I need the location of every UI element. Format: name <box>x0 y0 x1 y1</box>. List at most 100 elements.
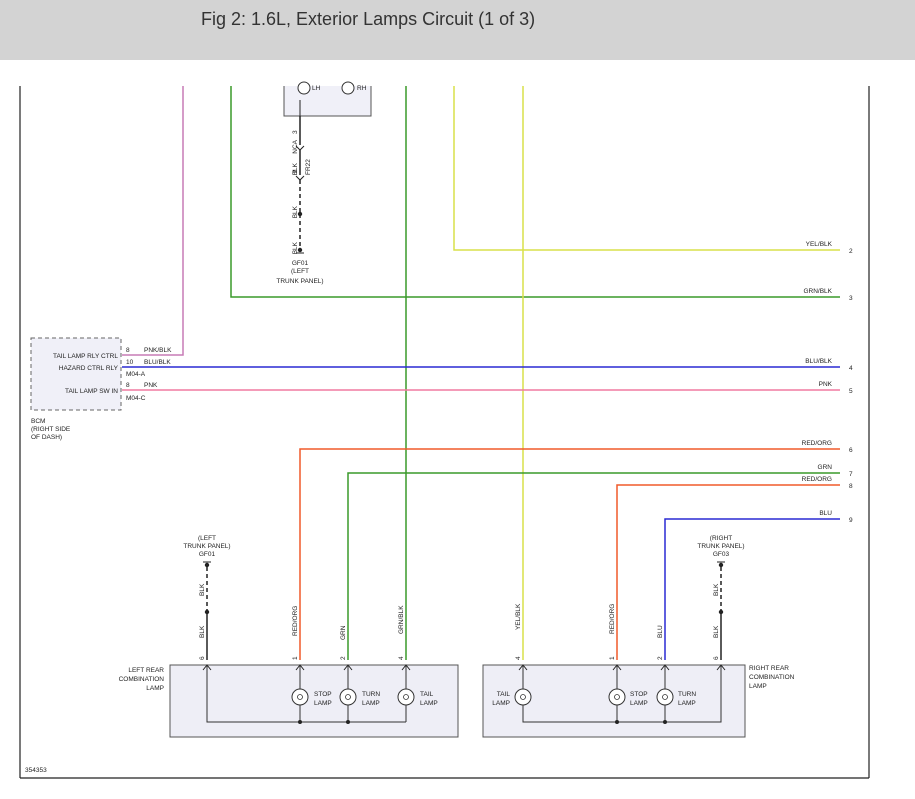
ground-id: GF01 <box>199 551 216 558</box>
terminal-wire-label: GRN <box>818 464 833 471</box>
wire-red-org-6 <box>299 448 840 660</box>
bulb-label: TAIL <box>497 691 511 698</box>
tail-lamp-bulb-icon <box>397 688 415 706</box>
bcm-module: TAIL LAMP RLY CTRL 8 PNK/BLK HAZARD CTRL… <box>30 337 172 441</box>
wire-label: GRN <box>340 625 347 640</box>
bcm-pin-label: TAIL LAMP SW IN <box>65 388 118 395</box>
terminal-number: 9 <box>849 517 853 524</box>
tail-lamp-bulb-icon <box>514 688 532 706</box>
left-lamp-title: LEFT REAR <box>128 667 164 674</box>
wire-yel-blk-upper <box>453 86 840 251</box>
lamp-rh-label: RH <box>357 85 367 92</box>
terminal-number: 6 <box>849 447 853 454</box>
bcm-box <box>30 337 122 411</box>
connector-label: FR22 <box>305 159 312 175</box>
pin-number: 4 <box>398 656 405 660</box>
right-lamp-title: LAMP <box>749 683 767 690</box>
wire-label: BLK <box>292 162 299 175</box>
ground-desc: (LEFT <box>198 535 216 542</box>
wire-red-org-8 <box>616 484 840 660</box>
bcm-pin-number: 8 <box>126 347 130 354</box>
wire-label: RED/ORG <box>292 606 299 636</box>
bulb-label: LAMP <box>678 700 696 707</box>
terminal-number: 4 <box>849 365 853 372</box>
bcm-pin-number: 8 <box>126 382 130 389</box>
figure-header: Fig 2: 1.6L, Exterior Lamps Circuit (1 o… <box>0 0 915 60</box>
bcm-pin-label: TAIL LAMP RLY CTRL <box>53 353 118 360</box>
bulb-icon <box>297 81 311 95</box>
pin-number: 1 <box>609 656 616 660</box>
left-rear-combination-lamp: LEFT REAR COMBINATION LAMP (LEFT TRUNK P… <box>119 535 459 738</box>
wire-label: RED/ORG <box>609 604 616 634</box>
right-terminals: YEL/BLK 2 GRN/BLK 3 BLU/BLK 4 PNK 5 RED/… <box>802 241 853 524</box>
pin-label: 2 <box>292 170 299 174</box>
ground-desc: TRUNK PANEL) <box>183 543 230 550</box>
ground-icon <box>297 247 303 253</box>
wire-label: NCA <box>292 139 299 153</box>
terminal-number: 3 <box>849 295 853 302</box>
wire-pnk-blk <box>122 86 184 356</box>
pin-number: 6 <box>199 656 206 660</box>
wire-label: BLK <box>199 583 206 596</box>
stop-lamp-bulb-icon <box>608 688 626 706</box>
ground-desc: TRUNK PANEL) <box>697 543 744 550</box>
bulb-label: TURN <box>678 691 696 698</box>
ground-desc: TRUNK PANEL) <box>276 278 323 285</box>
bulb-label: LAMP <box>420 700 438 707</box>
terminal-wire-label: BLU/BLK <box>805 358 832 365</box>
right-lamp-title: COMBINATION <box>749 674 795 681</box>
bcm-location: OF DASH) <box>31 434 62 441</box>
right-lamp-title: RIGHT REAR <box>749 665 789 672</box>
terminal-number: 8 <box>849 483 853 490</box>
terminal-number: 7 <box>849 471 853 478</box>
figure-id: 354353 <box>25 767 47 774</box>
connector-arrow <box>295 175 305 181</box>
stop-lamp-bulb-icon <box>291 688 309 706</box>
pin-label: 3 <box>292 130 299 134</box>
right-rear-combination-lamp: RIGHT REAR COMBINATION LAMP (RIGHT TRUNK… <box>482 535 795 738</box>
pin-number: 2 <box>340 656 347 660</box>
pin-number: 6 <box>713 656 720 660</box>
terminal-wire-label: YEL/BLK <box>806 241 833 248</box>
ground-desc: (LEFT <box>291 268 309 275</box>
wire-label: BLK <box>292 241 299 254</box>
terminal-wire-label: GRN/BLK <box>803 288 832 295</box>
pin-number: 2 <box>657 656 664 660</box>
terminal-wire-label: RED/ORG <box>802 476 832 483</box>
bulb-label: STOP <box>314 691 332 698</box>
ground-desc: (RIGHT <box>710 535 732 542</box>
bcm-name: BCM <box>31 418 45 425</box>
bulb-label: LAMP <box>492 700 510 707</box>
wire-label: BLU <box>657 625 664 638</box>
pin-number: 4 <box>515 656 522 660</box>
wire-grn-blk-upper <box>230 86 840 298</box>
bcm-wire-label: PNK <box>144 382 158 389</box>
pin-number: 1 <box>292 656 299 660</box>
bcm-pin-number: 10 <box>126 359 134 366</box>
wire-label: YEL/BLK <box>515 603 522 630</box>
ground-icon <box>204 562 210 568</box>
wire-label: BLK <box>292 205 299 218</box>
terminal-wire-label: RED/ORG <box>802 440 832 447</box>
terminal-wire-label: BLU <box>819 510 832 517</box>
left-lamp-title: LAMP <box>146 685 164 692</box>
terminal-number: 5 <box>849 388 853 395</box>
bcm-connector-label: M04-A <box>126 371 146 378</box>
turn-lamp-bulb-icon <box>656 688 674 706</box>
wire-grn-7 <box>347 472 840 660</box>
wire-label: BLK <box>713 625 720 638</box>
bulb-icon <box>341 81 355 95</box>
ground-icon <box>718 562 724 568</box>
bcm-wire-label: BLU/BLK <box>144 359 171 366</box>
bulb-label: STOP <box>630 691 648 698</box>
wire-blu-9 <box>664 518 840 660</box>
ground-id: GF03 <box>713 551 730 558</box>
top-lamp-connector: LH RH 3 NCA 2 BLK FR22 BLK BLK GF01 (LEF… <box>276 81 372 285</box>
bulb-label: LAMP <box>314 700 332 707</box>
wire-label: BLK <box>713 583 720 596</box>
left-lamp-title: COMBINATION <box>119 676 165 683</box>
bcm-wire-label: PNK/BLK <box>144 347 172 354</box>
terminal-number: 2 <box>849 248 853 255</box>
wire-label: GRN/BLK <box>398 605 405 634</box>
